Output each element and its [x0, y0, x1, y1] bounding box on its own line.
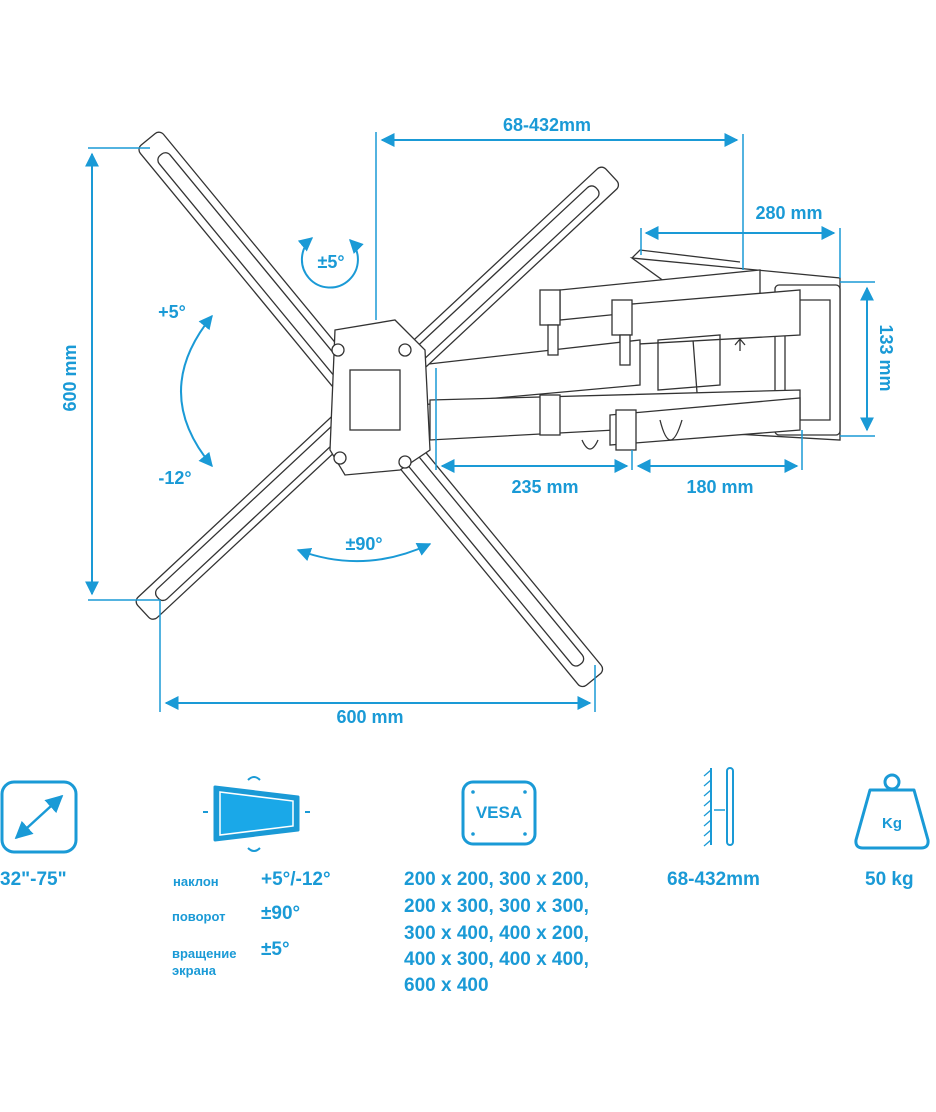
wall-plate-width-label: 280 mm: [755, 203, 822, 223]
dimension-lines: [85, 132, 875, 712]
vesa-line: 200 x 200, 300 x 200,: [404, 869, 589, 890]
swivel-spec-label: поворот: [172, 909, 226, 924]
tilt-spec-label: наклон: [173, 874, 219, 889]
swivel-spec-value: ±90°: [261, 903, 301, 924]
extension-range-label: 68-432mm: [503, 115, 591, 135]
weight-icon-text: Kg: [882, 815, 902, 832]
max-load-value: 50 kg: [865, 869, 914, 890]
wall-mount-drawing: [135, 131, 841, 688]
vesa-line: 400 x 300, 400 x 400,: [404, 949, 589, 970]
wall-distance-value: 68-432mm: [667, 869, 760, 890]
vesa-icon: VESA: [461, 780, 537, 846]
tilt-down-label: -12°: [158, 468, 191, 488]
vesa-line: 600 x 400: [404, 975, 489, 996]
wall-plate-height-label: 133 mm: [876, 324, 896, 391]
pattern-width-label: 600 mm: [336, 707, 403, 727]
diagonal-size-icon: [0, 780, 78, 854]
rotation-spec-label: вращение экрана: [172, 946, 237, 978]
swivel-label: ±90°: [345, 534, 382, 554]
pattern-height-label: 600 mm: [60, 344, 80, 411]
vesa-icon-text: VESA: [476, 803, 522, 822]
tilt-spec-value: +5°/-12°: [261, 869, 331, 890]
weight-icon: Kg: [854, 773, 930, 850]
rotation-label: ±5°: [317, 252, 344, 272]
arm-1-length-label: 235 mm: [511, 477, 578, 497]
vesa-line: 200 x 300, 300 x 300,: [404, 896, 589, 917]
tilt-swivel-icon: [203, 776, 310, 852]
articulating-arms: [419, 269, 801, 451]
dimension-labels: 68-432mm 280 mm 133 mm 600 mm 600 mm 235…: [60, 115, 896, 727]
screen-size-value: 32"-75": [0, 869, 67, 890]
tilt-up-label: +5°: [158, 302, 186, 322]
arm-2-length-label: 180 mm: [686, 477, 753, 497]
rotation-spec-value: ±5°: [261, 939, 290, 960]
wall-distance-icon: [703, 767, 734, 847]
vesa-line: 300 x 400, 400 x 200,: [404, 923, 589, 944]
